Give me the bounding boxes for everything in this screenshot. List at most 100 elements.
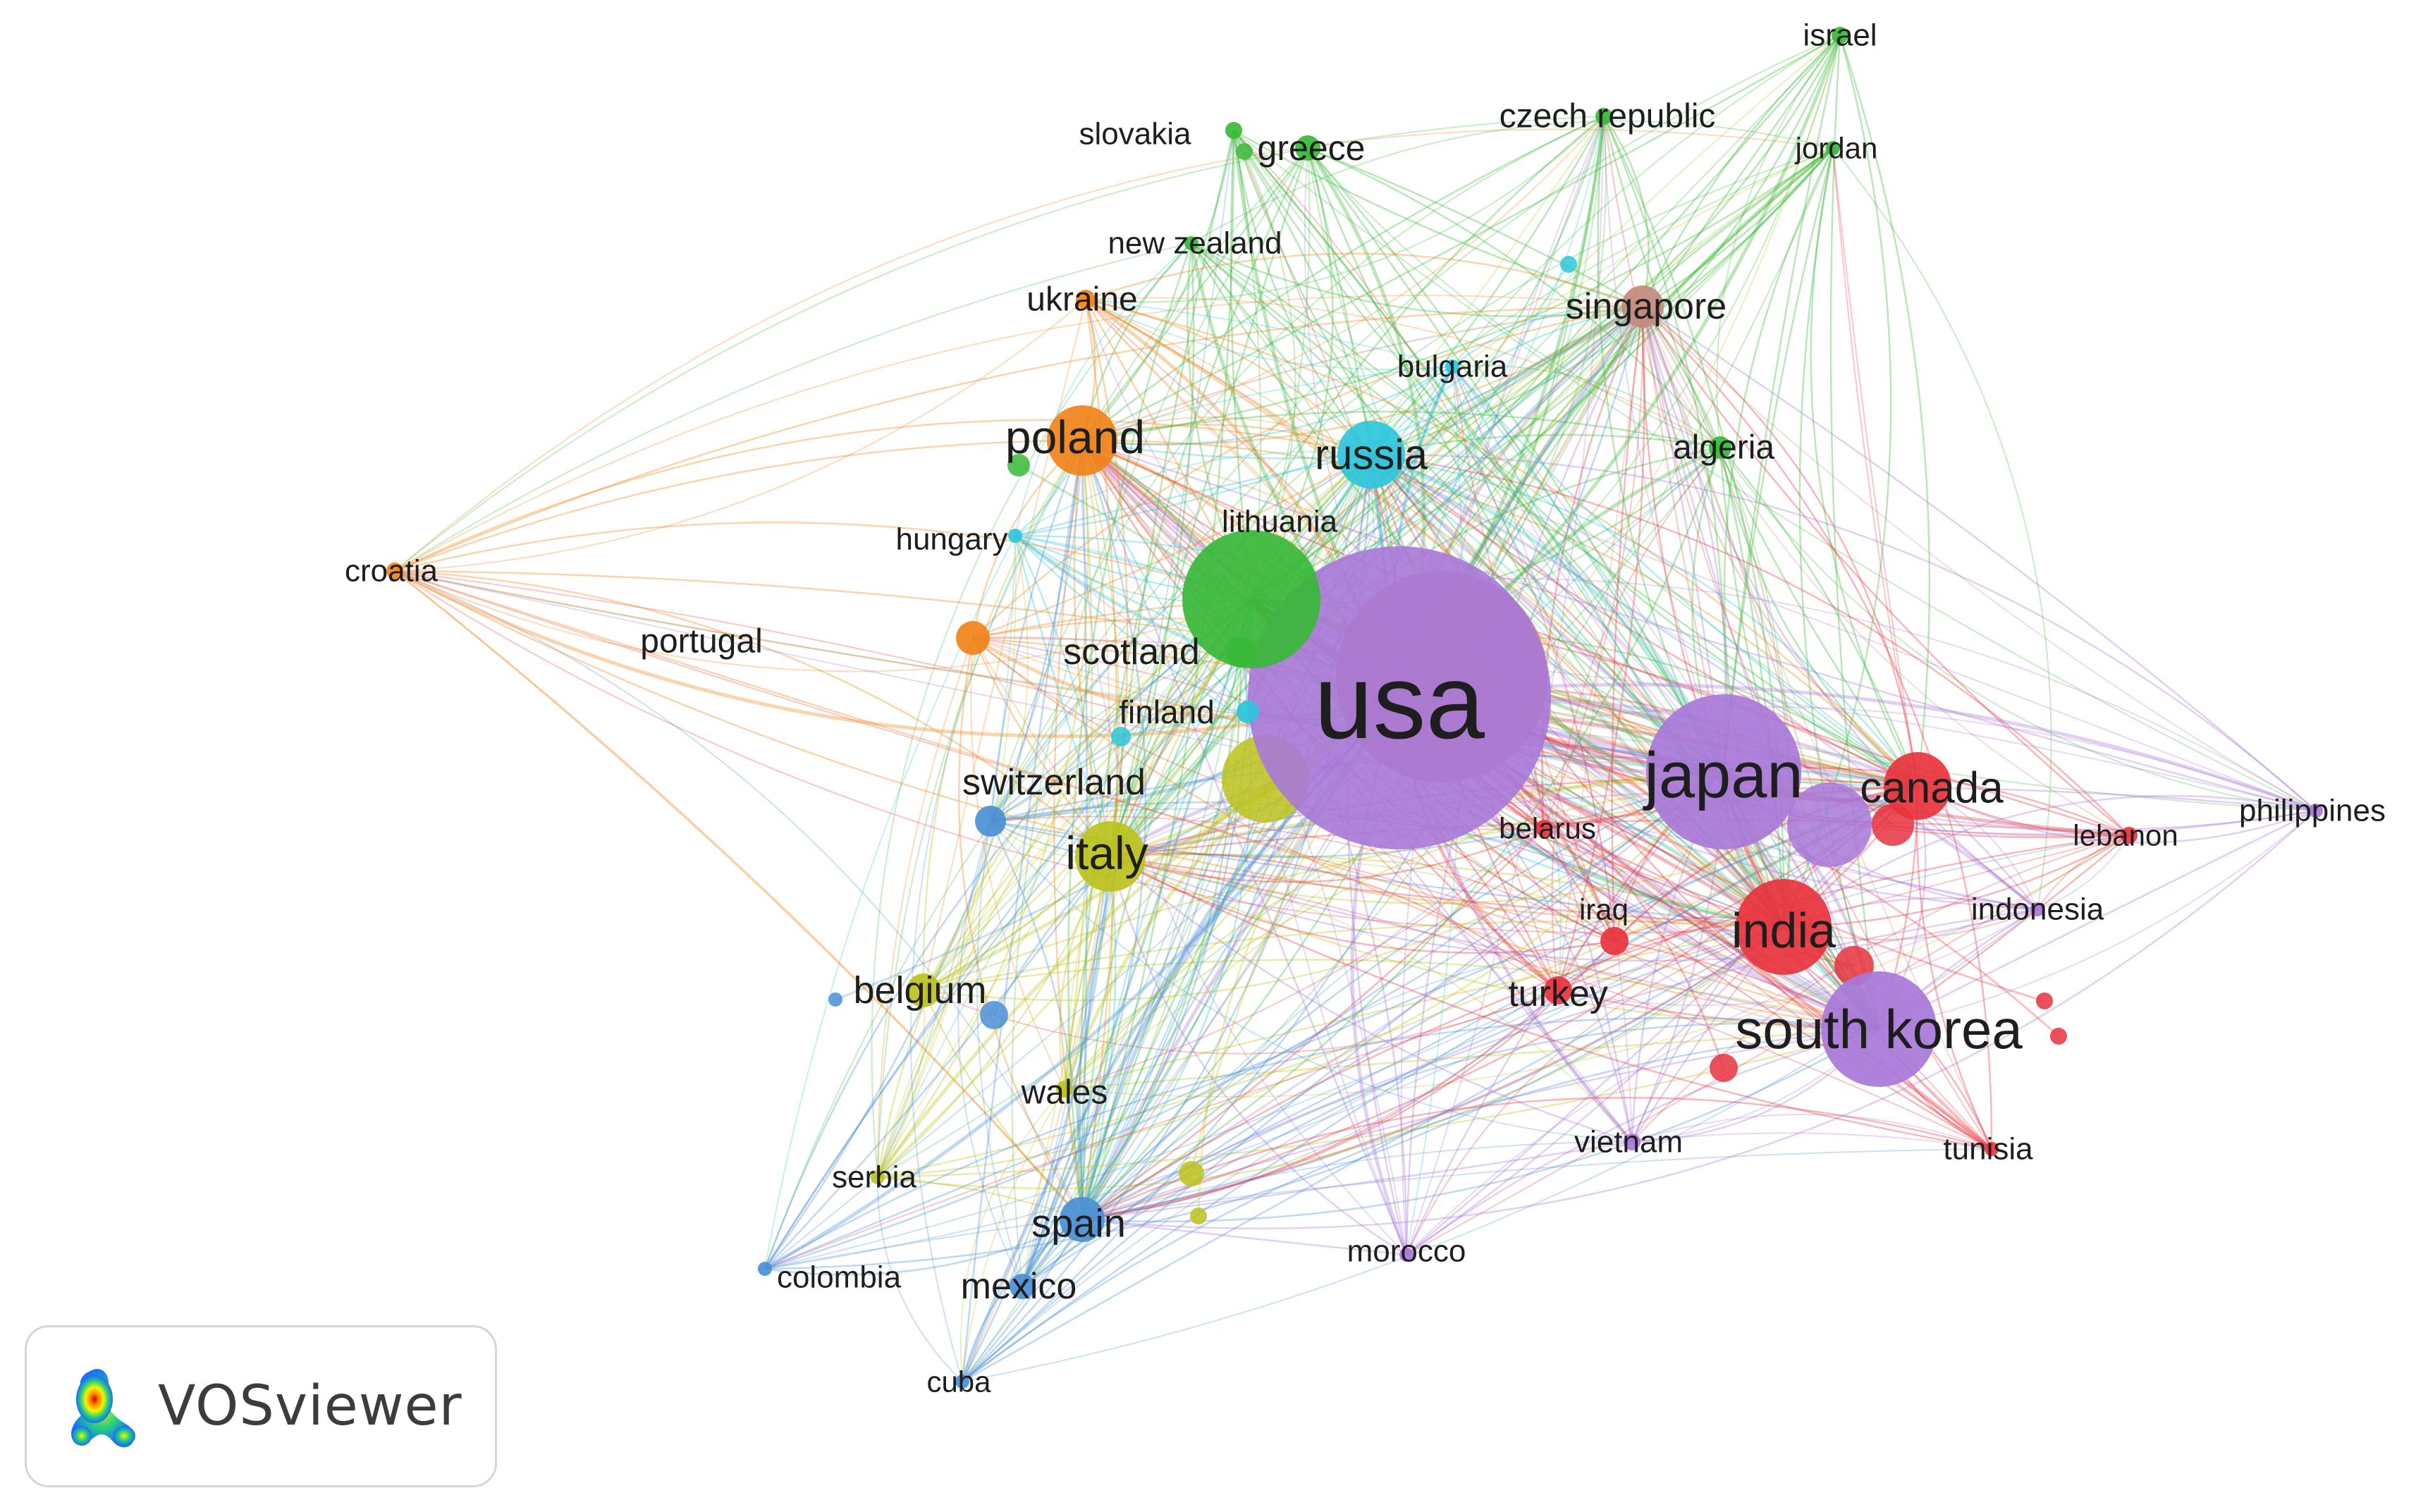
network-node[interactable]	[828, 992, 842, 1007]
network-link	[1406, 835, 2130, 1255]
node-finland[interactable]	[1237, 701, 1259, 723]
node-russia[interactable]	[1337, 421, 1405, 488]
network-link	[1452, 305, 1643, 367]
network-link	[1022, 785, 1918, 1287]
node-ukraine[interactable]	[1076, 290, 1096, 309]
node-morocco[interactable]	[1399, 1248, 1414, 1262]
node-bulgaria[interactable]	[1445, 359, 1459, 374]
node-label-philippines: philippines	[2239, 794, 2386, 828]
network-link	[1251, 305, 1643, 600]
node-japan[interactable]	[1646, 694, 1801, 849]
network-link	[764, 771, 1724, 1270]
network-link	[923, 990, 1559, 1055]
network-node[interactable]	[2050, 1028, 2067, 1045]
network-node[interactable]	[1190, 1207, 1207, 1224]
node-philippines[interactable]	[2309, 804, 2323, 818]
network-link	[1081, 828, 1545, 1221]
node-tunisia[interactable]	[1985, 1142, 1999, 1156]
network-link	[1719, 447, 2317, 811]
node-croatia[interactable]	[386, 563, 403, 579]
network-link	[1783, 834, 2130, 928]
node-portugal[interactable]	[956, 621, 990, 655]
node-wales[interactable]	[1056, 1081, 1073, 1098]
network-link	[990, 147, 1834, 822]
network-link	[871, 242, 1192, 1178]
network-link	[1067, 242, 1193, 1220]
node-scotland[interactable]	[1225, 637, 1256, 668]
node-belgium[interactable]	[907, 973, 940, 1007]
node-czech-republic[interactable]	[1595, 108, 1612, 125]
node-indonesia[interactable]	[2030, 902, 2044, 916]
network-link	[394, 570, 1784, 934]
node-new-zealand[interactable]	[1184, 236, 1198, 250]
network-link	[1642, 306, 2130, 836]
network-link	[1631, 1113, 1992, 1150]
network-link	[1307, 147, 1643, 308]
network-link	[990, 816, 1615, 942]
node-cuba[interactable]	[955, 1375, 969, 1389]
node-usa[interactable]	[1248, 546, 1551, 849]
node-italy[interactable]	[1075, 821, 1146, 892]
node-india[interactable]	[1736, 879, 1832, 975]
node-algeria[interactable]	[1709, 436, 1731, 459]
network-link	[1081, 856, 1113, 1220]
node-mexico[interactable]	[1010, 1274, 1035, 1299]
node-jordan[interactable]	[1826, 141, 1840, 155]
network-node[interactable]	[1111, 727, 1131, 746]
network-node[interactable]	[1787, 782, 1872, 867]
network-link	[1064, 828, 1545, 1090]
network-node[interactable]	[1560, 256, 1577, 273]
network-link	[394, 116, 1605, 572]
node-iraq[interactable]	[1600, 927, 1629, 955]
network-link	[923, 454, 1373, 992]
node-hungary[interactable]	[1008, 529, 1022, 543]
network-link	[1081, 440, 1407, 1255]
network-link	[764, 926, 1784, 1270]
network-link	[1022, 1022, 1880, 1287]
network-link	[1022, 366, 1453, 1287]
network-link	[1081, 785, 1918, 1221]
network-node[interactable]	[1007, 454, 1030, 477]
network-link	[961, 440, 1084, 1382]
node-vietnam[interactable]	[1624, 1133, 1641, 1150]
network-link	[876, 1176, 963, 1382]
node-turkey[interactable]	[1544, 976, 1572, 1004]
network-node[interactable]	[1236, 143, 1253, 160]
node-greece[interactable]	[1295, 135, 1320, 161]
node-canada[interactable]	[1884, 752, 1951, 820]
network-link	[1541, 306, 1644, 829]
network-link	[1021, 598, 1253, 1287]
node-israel[interactable]	[1832, 27, 1848, 44]
network-link	[1832, 147, 1918, 787]
network-node[interactable]	[1179, 1161, 1204, 1186]
node-south-korea[interactable]	[1821, 971, 1937, 1087]
node-label-colombia: colombia	[777, 1260, 902, 1295]
node-lebanon[interactable]	[2121, 827, 2138, 844]
network-link	[1307, 147, 1721, 448]
node-layer	[386, 27, 2323, 1389]
network-link	[923, 147, 1834, 991]
network-link	[970, 637, 1065, 1090]
node-spain[interactable]	[1060, 1197, 1105, 1242]
node-singapore[interactable]	[1621, 285, 1664, 328]
network-link	[1306, 147, 1373, 455]
node-switzerland[interactable]	[975, 806, 1006, 837]
network-link	[1081, 1218, 1407, 1256]
node-lithuania[interactable]	[1182, 530, 1320, 668]
network-link	[1081, 940, 1615, 1220]
network-link	[1081, 365, 1453, 445]
node-colombia[interactable]	[758, 1262, 772, 1276]
network-link	[1014, 453, 1372, 537]
network-link	[394, 295, 1643, 572]
network-link	[990, 147, 1834, 822]
network-node[interactable]	[1710, 1054, 1738, 1082]
network-link	[1081, 366, 1453, 441]
node-poland[interactable]	[1047, 405, 1117, 476]
network-link	[1022, 926, 1784, 1288]
network-node[interactable]	[2036, 992, 2053, 1009]
network-node[interactable]	[980, 1001, 1008, 1029]
node-slovakia[interactable]	[1225, 122, 1242, 139]
node-belarus[interactable]	[1535, 820, 1552, 837]
node-serbia[interactable]	[871, 1170, 885, 1184]
node-label-slovakia: slovakia	[1079, 117, 1191, 152]
